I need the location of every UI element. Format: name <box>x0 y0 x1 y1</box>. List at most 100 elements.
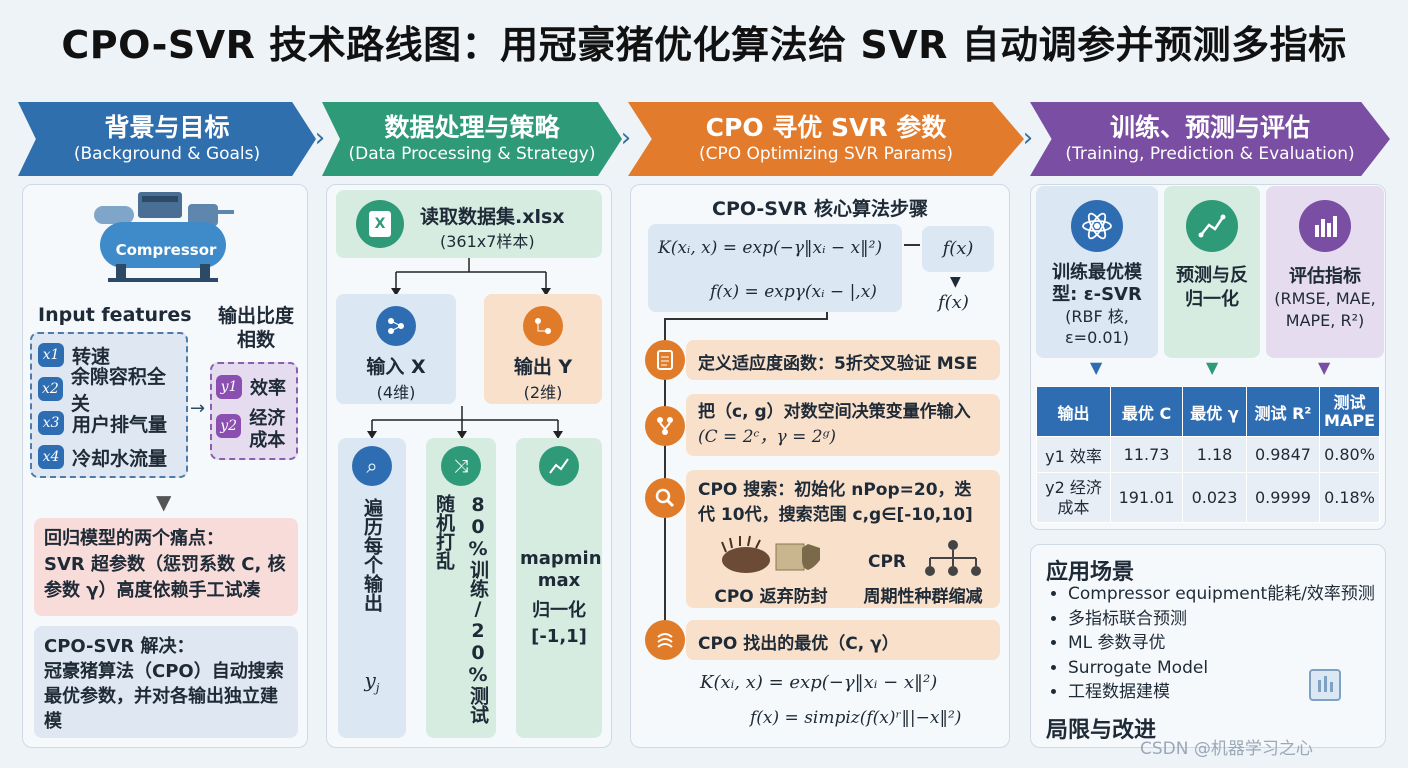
stage-4-title: 训练、预测与评估 <box>1109 113 1310 142</box>
solution-box: CPO-SVR 解决： 冠豪猪算法（CPO）自动搜索最优参数，并对各输出独立建模 <box>34 626 298 738</box>
arrow-down-icon: ▼ <box>950 274 961 290</box>
fx-label: f(x) <box>942 238 974 259</box>
table-cell: 0.18% <box>1319 472 1380 523</box>
train-model-title: 训练最优模型: ε-SVR <box>1052 262 1142 305</box>
output-y1: y1 效率 <box>216 372 292 402</box>
output-title: 输出比度相数 <box>217 305 294 351</box>
metrics-card: 评估指标 (RMSE, MAE, MAPE, R²) <box>1266 186 1384 358</box>
stage-2-title: 数据处理与策略 <box>384 113 560 142</box>
output-y-label: 输出 Y <box>513 356 573 378</box>
fx-output-label: f(x) <box>938 292 969 313</box>
predict-title: 预测与反归一化 <box>1176 265 1248 310</box>
step-decision-sub: (C = 2ᶜ，γ = 2ᵍ) <box>698 427 836 447</box>
watermark: CSDN @机器学习之心 <box>1140 739 1313 759</box>
pain-text: SVR 超参数（惩罚系数 C, 核参数 γ）高度依赖手工试凑 <box>44 554 286 601</box>
stage-arrow-4: 训练、预测与评估 (Training, Prediction & Evaluat… <box>1030 102 1390 176</box>
input-feature-label: 余隙容积全关 <box>70 366 166 415</box>
stage-1-subtitle: (Background & Goals) <box>73 144 261 164</box>
tag-y1: y1 <box>216 375 242 399</box>
step-cpo-search-text: CPO 搜索：初始化 nPop=20，迭代 10代，搜索范围 c,g∈[-10,… <box>698 480 973 525</box>
step-decision-variable: 把（c, g）对数空间决策变量作输入 (C = 2ᶜ，γ = 2ᵍ) <box>686 394 1000 456</box>
population-tree-icon <box>925 540 981 576</box>
decision-formula-bottom: f(x) = simpiz(f(x)ʳ‖|−x‖²) <box>750 708 962 728</box>
header-best-c: 最优 C <box>1109 386 1184 437</box>
flow-line-join <box>826 312 828 320</box>
output-label: 效率 <box>250 378 286 399</box>
stage-4-subtitle: (Training, Prediction & Evaluation) <box>1065 144 1355 164</box>
output-y-sub: (2维) <box>523 383 563 402</box>
table-header-row: 输出 最优 C 最优 γ 测试 R² 测试 MAPE <box>1036 386 1380 437</box>
stage-3-subtitle: (CPO Optimizing SVR Params) <box>699 144 953 164</box>
chevron-right-icon: › <box>620 123 632 153</box>
train-model-sub: (RBF 核, ε=0.01) <box>1065 307 1129 347</box>
pain-point-box: 回归模型的两个痛点： SVR 超参数（惩罚系数 C, 核参数 γ）高度依赖手工试… <box>34 518 298 616</box>
header-best-gamma: 最优 γ <box>1182 386 1247 437</box>
line-chart-icon <box>539 446 579 486</box>
metrics-title: 评估指标 <box>1289 266 1361 287</box>
stage-3-title: CPO 寻优 SVR 参数 <box>705 113 947 142</box>
flow-line <box>664 318 666 628</box>
train-test-split-box: ⤨ 80%训练/20%测试随机打乱 <box>426 438 496 738</box>
chevron-right-icon: › <box>314 123 326 153</box>
read-dataset-title: 读取数据集.xlsx <box>420 206 565 228</box>
stage-1-title: 背景与目标 <box>104 113 230 142</box>
header-test-mape: 测试 MAPE <box>1319 386 1380 437</box>
kernel-formula-box: K(xᵢ, x) = exp(−γ‖xᵢ − x‖²) f(x) = expγ(… <box>648 224 902 312</box>
chip-icon <box>1309 669 1341 701</box>
metrics-sub: (RMSE, MAE, MAPE, R²) <box>1274 289 1376 330</box>
arrow-down-icon: ▼ <box>1090 358 1103 377</box>
stage-arrow-1: 背景与目标 (Background & Goals) <box>18 102 316 176</box>
trend-icon <box>1186 200 1238 252</box>
output-y-box: 输出 Y (2维) <box>484 294 602 404</box>
list-item: Surrogate Model <box>1068 656 1375 681</box>
stage-2-subtitle: (Data Processing & Strategy) <box>348 144 596 164</box>
table-cell: 0.023 <box>1182 472 1247 523</box>
input-feature-label: 转速 <box>72 345 111 368</box>
table-row: y1 效率 11.73 1.18 0.9847 0.80% <box>1036 436 1380 473</box>
shuffle-icon: ⤨ <box>441 446 481 486</box>
arrow-down-icon: ▼ <box>1206 358 1219 377</box>
kernel-formula-bottom: K(xᵢ, x) = exp(−γ‖xᵢ − x‖²) <box>700 672 938 693</box>
table-cell: 0.9847 <box>1245 436 1321 473</box>
loop-text: 遍历每个输出 <box>361 498 383 612</box>
step-fitness-text: 定义适应度函数：5折交叉验证 MSE <box>698 354 978 374</box>
output-y-icon <box>523 306 563 346</box>
tag-x4: x4 <box>38 445 64 469</box>
defense-label: CPO 返弃防封 <box>714 587 828 607</box>
step-best-params: CPO 找出的最优（C, γ） <box>686 620 1000 660</box>
solution-text: 冠豪猪算法（CPO）自动搜索最优参数，并对各输出独立建模 <box>44 661 284 732</box>
normalize-title: mapmin max <box>520 548 602 591</box>
split-text: 80%训练/20%测试随机打乱 <box>433 494 489 724</box>
input-features-title: Input features <box>38 304 192 326</box>
formula-connector <box>904 244 920 246</box>
output-label: 经济成本 <box>249 408 286 451</box>
normalize-box: mapmin max 归一化 [-1,1] <box>516 438 602 738</box>
cpr-title: CPR <box>868 552 907 572</box>
flow-line-top <box>664 318 828 320</box>
read-dataset-sub: (361x7样本) <box>440 232 535 251</box>
input-x-box: 输入 X (4维) <box>336 294 456 404</box>
input-x-label: 输入 X <box>366 356 426 378</box>
magnifier-icon <box>645 478 685 518</box>
application-title: 应用场景 <box>1046 560 1135 585</box>
step-decision-text: 把（c, g）对数空间决策变量作输入 <box>698 402 971 422</box>
excel-icon: X <box>356 200 404 248</box>
table-cell: y1 效率 <box>1036 436 1111 473</box>
table-cell: 191.01 <box>1109 472 1184 523</box>
branch-connector <box>367 406 563 439</box>
loop-variable: yj <box>364 668 380 695</box>
stage-arrow-3: CPO 寻优 SVR 参数 (CPO Optimizing SVR Params… <box>628 102 1024 176</box>
header-test-r2: 测试 R² <box>1245 386 1321 437</box>
decision-formula: f(x) = expγ(xᵢ − |,x) <box>710 282 877 302</box>
input-x-icon <box>376 306 416 346</box>
output-y2: y2 经济成本 <box>216 408 292 452</box>
input-feature-label: 冷却水流量 <box>72 447 168 470</box>
tag-x3: x3 <box>38 411 64 435</box>
list-item: Compressor equipment能耗/效率预测 <box>1068 582 1375 607</box>
tag-y2: y2 <box>216 414 242 438</box>
fx-box: f(x) <box>922 226 994 272</box>
table-cell: 1.18 <box>1182 436 1247 473</box>
list-item: 多指标联合预测 <box>1068 607 1375 632</box>
